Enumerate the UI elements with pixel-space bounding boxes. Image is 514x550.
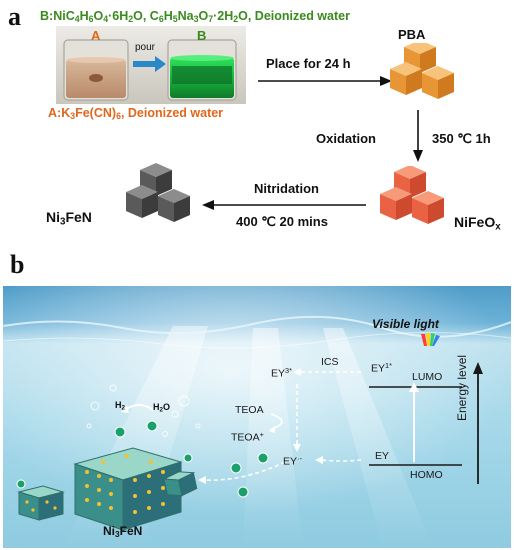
nifeo-cubes (380, 166, 444, 224)
lumo-label: LUMO (412, 371, 443, 383)
ey3-to-eym-arrow (293, 384, 301, 452)
lattice-cube-small-left (17, 485, 65, 521)
excitation-arrow (409, 382, 419, 462)
pba-label: PBA (398, 27, 426, 42)
panel-a-label: a (8, 2, 21, 31)
pba-cubes (390, 43, 454, 99)
ey3-label: EY3* (271, 366, 292, 380)
visible-light-label: Visible light (372, 317, 439, 331)
pour-label: pour (135, 42, 156, 53)
ni3fen-label-a: Ni3FeN (46, 209, 92, 228)
teoa-curve-arrow (270, 413, 283, 430)
electron-transfer-arrow (198, 461, 286, 484)
ey-radical-label: EY·- (283, 454, 302, 468)
light-rays-icon (421, 333, 440, 346)
step1-label: Place for 24 h (266, 56, 351, 71)
nitridation-conditions: 400 ℃ 20 mins (236, 214, 328, 229)
ey-label: EY (375, 450, 390, 462)
h2o-to-h2-arrow (124, 404, 154, 411)
h2-label: H2 (115, 400, 126, 412)
beaker-b (167, 39, 237, 101)
beaker-b-label: B (197, 28, 207, 43)
solution-b-text: B:NiC4H6O4·6H2O, C6H5Na3O7·2H2O, Deioniz… (40, 9, 350, 25)
ics-arrow (293, 368, 361, 376)
energy-diagram (16, 362, 483, 531)
ey1-label: EY1* (371, 361, 392, 375)
ni3fen-cubes (126, 163, 190, 222)
electrons (16, 420, 269, 498)
energy-level-label: Energy level (455, 354, 469, 421)
lattice-atoms (85, 454, 165, 514)
pour-arrow (133, 56, 166, 72)
beakers-photo (56, 26, 246, 104)
ics-label: ICS (321, 356, 339, 368)
beaker-a (63, 39, 129, 101)
h2o-label: H2O (153, 402, 171, 414)
underwater-scene: Visible light (3, 286, 511, 548)
bubbles (86, 384, 201, 437)
lattice-cube-small-right (162, 471, 198, 497)
oxidation-conditions: 350 ℃ 1h (432, 131, 491, 146)
nifeo-label: NiFeOx (454, 214, 501, 233)
lattice-cube-large (73, 447, 183, 531)
homo-label: HOMO (410, 469, 443, 481)
ey-to-eym-arrow (315, 456, 362, 464)
step1-arrow (258, 76, 392, 86)
oxidation-label: Oxidation (316, 131, 376, 146)
energy-axis-arrow (473, 362, 483, 484)
teoa-plus-label: TEOA+ (231, 430, 264, 444)
oxidation-arrow (413, 110, 423, 162)
ni3fen-label-b: Ni3FeN (103, 524, 143, 540)
panel-b-label: b (10, 250, 25, 279)
teoa-label: TEOA (235, 404, 264, 416)
solution-a-text: A:K3Fe(CN)6, Deionized water (48, 106, 224, 122)
beaker-a-label: A (91, 28, 101, 43)
nitridation-label: Nitridation (254, 181, 319, 196)
nitridation-arrow (202, 200, 366, 210)
